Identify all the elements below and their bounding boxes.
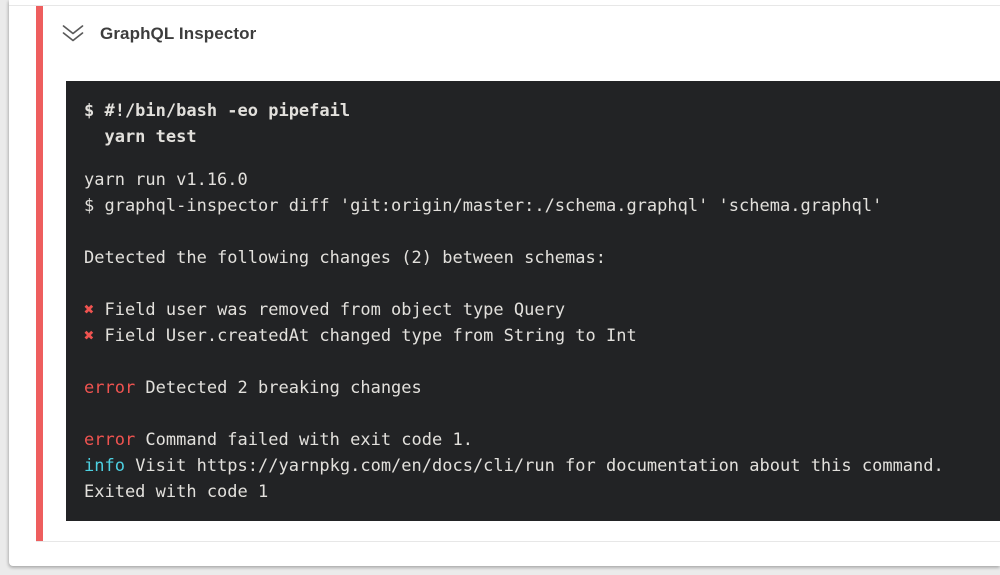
failed-step-indicator-bar: [36, 6, 43, 541]
step-header[interactable]: GraphQL Inspector: [60, 22, 256, 46]
error-badge: ✖: [84, 300, 95, 320]
section-divider-top: [9, 5, 1000, 6]
terminal-line: info Visit https://yarnpkg.com/en/docs/c…: [84, 456, 944, 476]
terminal-line: Exited with code 1: [84, 482, 269, 502]
error-badge: ✖: [84, 326, 95, 346]
info-badge: info: [84, 456, 125, 476]
double-chevron-down-icon[interactable]: [60, 22, 86, 46]
step-title: GraphQL Inspector: [100, 24, 257, 43]
terminal-line: yarn run v1.16.0: [84, 170, 248, 190]
terminal-line: $ graphql-inspector diff 'git:origin/mas…: [84, 196, 883, 216]
terminal-output-block: yarn run v1.16.0 $ graphql-inspector diff…: [84, 167, 982, 505]
terminal-line: [84, 349, 982, 375]
terminal-line: [84, 219, 982, 245]
terminal-line: yarn test: [84, 127, 197, 147]
section-divider-bottom: [36, 541, 1000, 542]
error-badge: error: [84, 378, 136, 398]
terminal-line: $ #!/bin/bash -eo pipefail: [84, 101, 351, 121]
terminal-line: [84, 401, 982, 427]
terminal-line: Detected the following changes (2) betwe…: [84, 248, 606, 268]
terminal-output: $ #!/bin/bash -eo pipefail yarn test yar…: [66, 81, 1000, 521]
terminal-line: [84, 271, 982, 297]
terminal-line: error Command failed with exit code 1.: [84, 430, 473, 450]
terminal-line: ✖ Field User.createdAt changed type from…: [84, 326, 637, 346]
error-badge: error: [84, 430, 136, 450]
terminal-command-block: $ #!/bin/bash -eo pipefail yarn test: [84, 98, 982, 150]
terminal-line: ✖ Field user was removed from object typ…: [84, 300, 566, 320]
terminal-line: error Detected 2 breaking changes: [84, 378, 422, 398]
